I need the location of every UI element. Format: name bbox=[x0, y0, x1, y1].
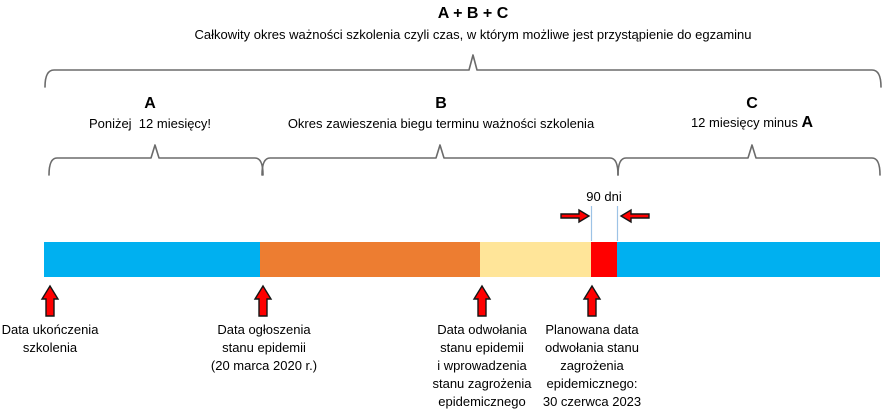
segment-90-days bbox=[591, 242, 617, 277]
section-desc-c-bold-a: A bbox=[801, 114, 814, 131]
segment-validity-after bbox=[617, 242, 880, 277]
section-brace-b bbox=[261, 144, 619, 176]
total-brace bbox=[44, 54, 882, 88]
segment-validity-before bbox=[44, 242, 260, 277]
arrow-right-icon bbox=[560, 208, 591, 224]
section-desc-c-text: 12 miesięcy minus bbox=[690, 115, 802, 130]
section-brace-a bbox=[48, 144, 264, 176]
section-desc-c: 12 miesięcy minus A bbox=[691, 114, 813, 132]
duration-label: 90 dni bbox=[586, 189, 622, 204]
event-label-3: Data odwołania stanu epidemii i wprowadz… bbox=[432, 322, 532, 409]
event-arrow-icon-2 bbox=[253, 284, 273, 317]
page-title: A + B + C bbox=[437, 5, 509, 22]
segment-epidemic bbox=[260, 242, 480, 277]
timeline-bar bbox=[44, 242, 880, 277]
event-label-1: Data ukończenia szkolenia bbox=[1, 322, 99, 355]
section-letter-b: B bbox=[435, 95, 447, 112]
section-desc-a: Poniżej 12 miesięcy! bbox=[88, 116, 212, 131]
arrow-left-icon bbox=[619, 208, 650, 224]
event-label-2: Data ogłoszenia stanu epidemii (20 marca… bbox=[210, 322, 318, 373]
segment-threat bbox=[480, 242, 591, 277]
section-desc-b: Okres zawieszenia biegu terminu ważności… bbox=[287, 116, 595, 131]
event-label-4: Planowana data odwołania stanu zagrożeni… bbox=[542, 322, 642, 409]
section-brace-c bbox=[617, 144, 881, 176]
event-arrow-icon-3 bbox=[472, 284, 492, 317]
event-arrow-icon-1 bbox=[40, 284, 60, 317]
section-letter-c: C bbox=[746, 95, 758, 112]
page-subtitle: Całkowity okres ważności szkolenia czyli… bbox=[194, 27, 752, 42]
event-arrow-icon-4 bbox=[582, 284, 602, 317]
section-letter-a: A bbox=[144, 95, 156, 112]
